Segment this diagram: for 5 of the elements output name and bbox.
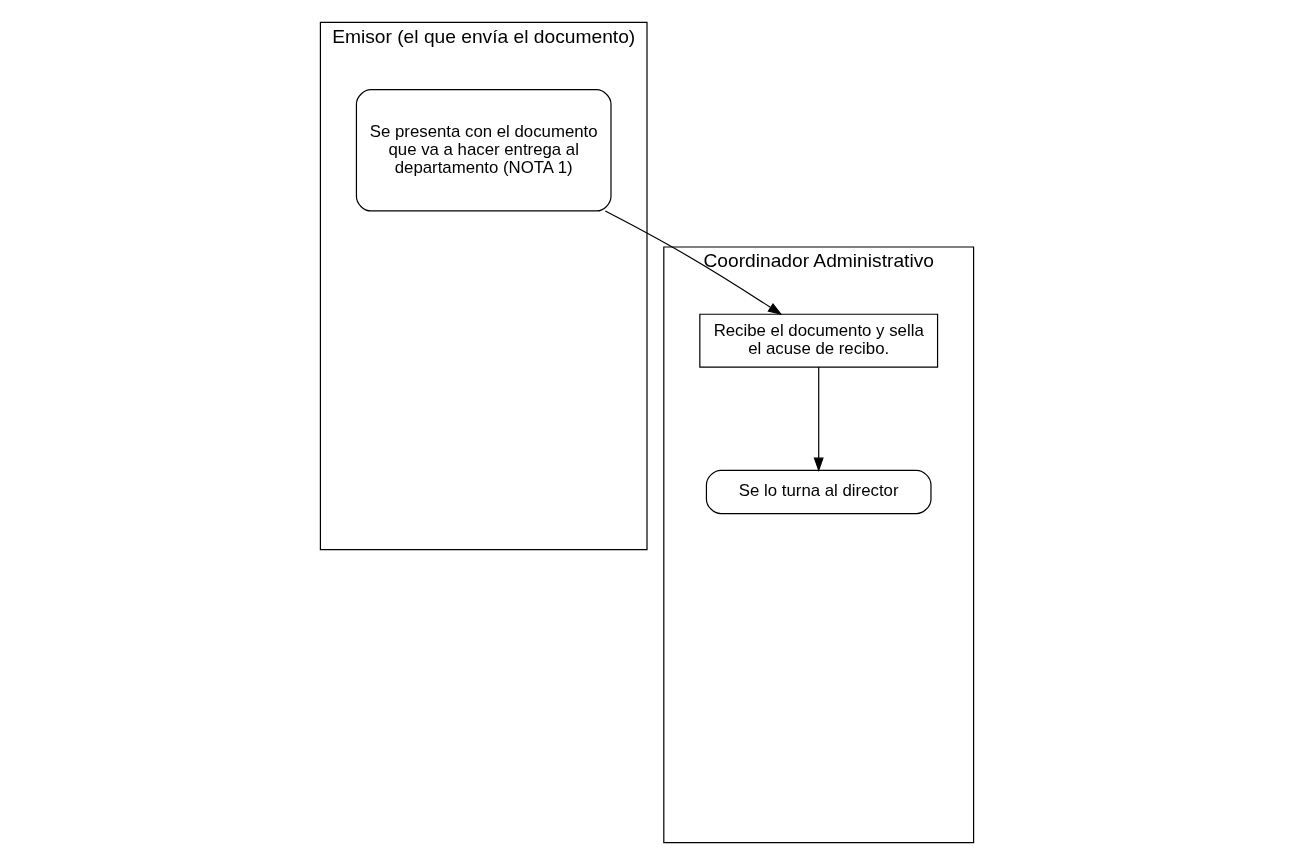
- arrow: [813, 366, 824, 472]
- arrow: [604, 210, 782, 316]
- node-box: Se presenta con el documento que va a hacer entrega al departamento (NOTA 1): [355, 89, 612, 212]
- node-box: Recibe el documento y sella el acuse de recibo.: [698, 313, 938, 368]
- node-box: Se lo turna al director: [705, 469, 932, 515]
